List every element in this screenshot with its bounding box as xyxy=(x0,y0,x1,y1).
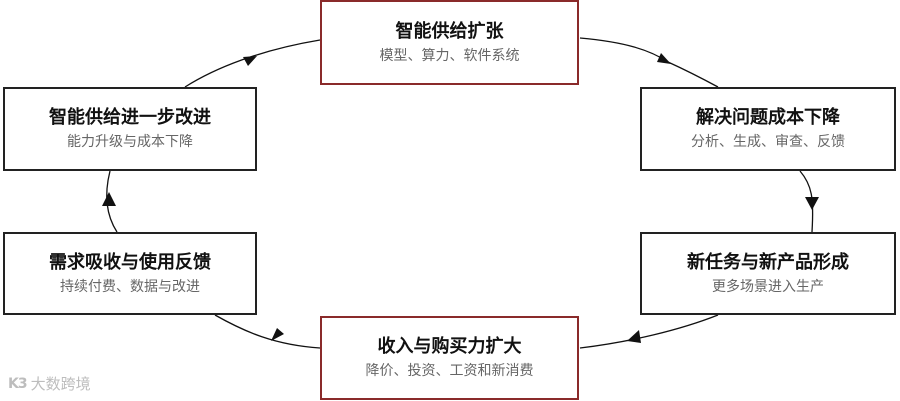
node-demand-absorption-feedback: 需求吸收与使用反馈 持续付费、数据与改进 xyxy=(3,232,257,315)
node-title: 智能供给扩张 xyxy=(395,20,504,42)
node-title: 解决问题成本下降 xyxy=(696,107,840,128)
arrowhead-left1-to-top xyxy=(243,56,257,66)
watermark: K3 大数跨境 xyxy=(8,373,91,394)
node-income-and-purchasing-power: 收入与购买力扩大 降价、投资、工资和新消费 xyxy=(320,316,579,400)
connector-right1-to-right2 xyxy=(799,170,814,233)
node-subtitle: 更多场景进入生产 xyxy=(712,278,824,295)
node-subtitle: 分析、生成、审查、反馈 xyxy=(691,134,845,150)
node-subtitle: 降价、投资、工资和新消费 xyxy=(365,363,534,379)
arrowhead-left2-to-left1 xyxy=(102,192,116,206)
node-further-supply-improvement: 智能供给进一步改进 能力升级与成本下降 xyxy=(3,87,257,171)
node-subtitle: 模型、算力、软件系统 xyxy=(379,47,520,64)
node-subtitle: 能力升级与成本下降 xyxy=(67,134,193,150)
node-subtitle: 持续付费、数据与改进 xyxy=(60,278,200,295)
node-title: 新任务与新产品形成 xyxy=(687,251,849,273)
connector-top-to-right1 xyxy=(579,37,669,63)
watermark-text: 大数跨境 xyxy=(30,375,91,393)
watermark-logo: K3 xyxy=(8,375,28,392)
arrowhead-top-to-right1 xyxy=(657,53,671,64)
connector-left1-to-top xyxy=(184,39,321,88)
node-problem-solving-cost-decline: 解决问题成本下降 分析、生成、审查、反馈 xyxy=(640,87,896,171)
node-title: 收入与购买力扩大 xyxy=(377,336,522,357)
node-title: 智能供给进一步改进 xyxy=(49,107,211,128)
connector-bottom-to-left2 xyxy=(214,314,321,349)
arrowhead-right2-to-bottom xyxy=(627,330,641,343)
node-title: 需求吸收与使用反馈 xyxy=(49,251,211,273)
connector-top-to-right1-tail xyxy=(667,61,719,88)
arrowhead-bottom-to-left2 xyxy=(271,328,284,341)
connector-right2-to-bottom xyxy=(579,314,719,349)
node-new-tasks-and-products: 新任务与新产品形成 更多场景进入生产 xyxy=(640,232,896,315)
node-intelligence-supply-expansion: 智能供给扩张 模型、算力、软件系统 xyxy=(320,0,579,85)
arrowhead-right1-to-right2 xyxy=(805,197,819,210)
